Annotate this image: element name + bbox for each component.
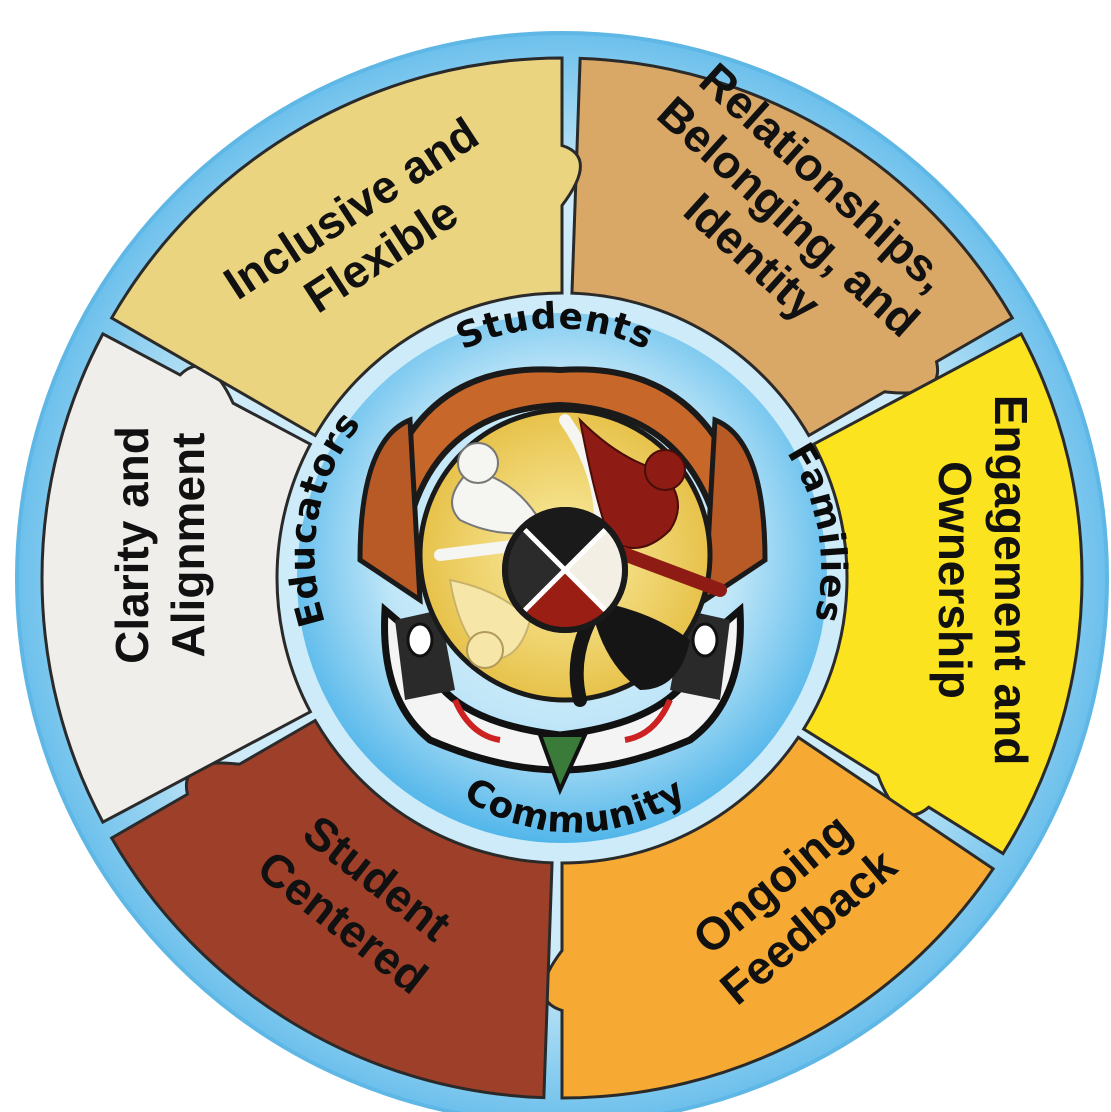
medicine-wheel-icon <box>502 507 628 633</box>
label-clarity: Clarity and Alignment <box>106 426 214 664</box>
label-engagement: Engagement and Ownership <box>929 395 1037 766</box>
segment-student-centered <box>109 718 554 1100</box>
puzzle-segments <box>40 56 1084 1100</box>
label-clarity-line1: Clarity and <box>106 426 158 664</box>
segment-clarity <box>40 331 313 825</box>
label-clarity-line2: Alignment <box>162 433 214 658</box>
central-emblem <box>357 366 768 796</box>
segment-relationships <box>570 56 1015 438</box>
outer-ring-border <box>15 31 1109 1112</box>
label-engagement-line2: Ownership <box>929 461 981 699</box>
label-engagement-line1: Engagement and <box>985 395 1037 766</box>
segment-feedback <box>542 735 996 1100</box>
segment-inclusive <box>109 56 582 438</box>
segment-engagement <box>801 331 1084 856</box>
